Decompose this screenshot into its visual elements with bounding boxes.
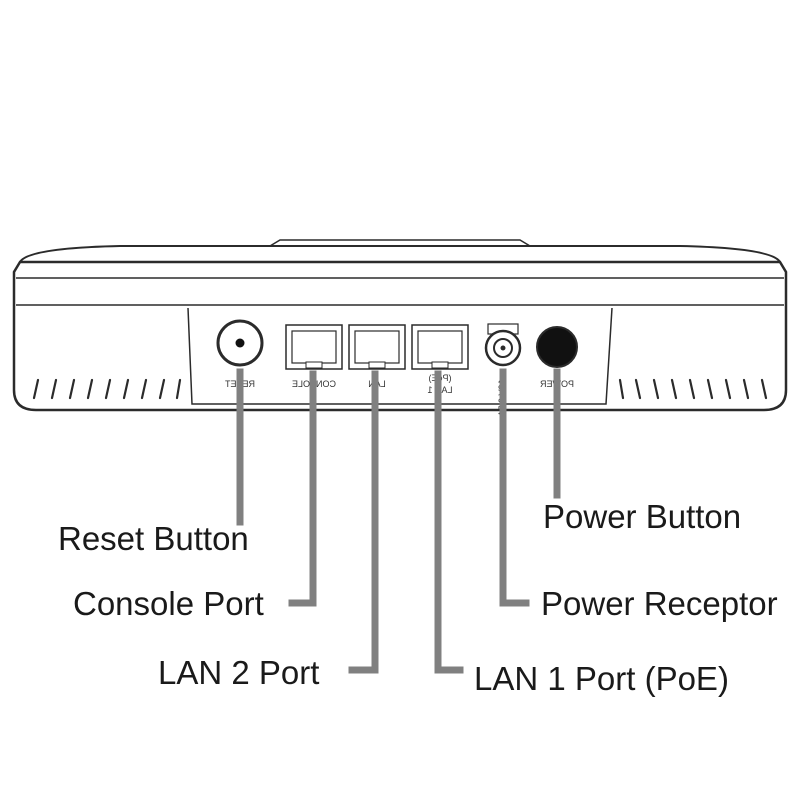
power-receptor-label: Power Receptor xyxy=(541,585,778,622)
lan1-port-label: LAN 1 Port (PoE) xyxy=(474,660,729,697)
power-button-label: Power Button xyxy=(543,498,742,535)
lan1-port xyxy=(411,324,469,370)
leader-console xyxy=(288,370,317,607)
power-button xyxy=(536,326,578,368)
console-port-label: Console Port xyxy=(73,585,264,622)
leader-lines xyxy=(236,368,561,674)
lan2-port-label: LAN 2 Port xyxy=(158,654,320,691)
leader-power-receptor xyxy=(499,368,530,607)
vent-slots-left xyxy=(32,378,182,400)
reset-button-label: Reset Button xyxy=(58,520,249,557)
leader-lan1 xyxy=(434,370,464,674)
device-top-raised xyxy=(269,239,531,247)
port-panel xyxy=(187,307,613,405)
leader-lan2 xyxy=(348,370,379,674)
console-port xyxy=(285,324,343,370)
lan2-port xyxy=(348,324,406,370)
power-receptor xyxy=(484,323,522,367)
device-top-lid xyxy=(19,245,781,263)
vent-slots-right xyxy=(618,378,768,400)
reset-button xyxy=(216,319,264,367)
